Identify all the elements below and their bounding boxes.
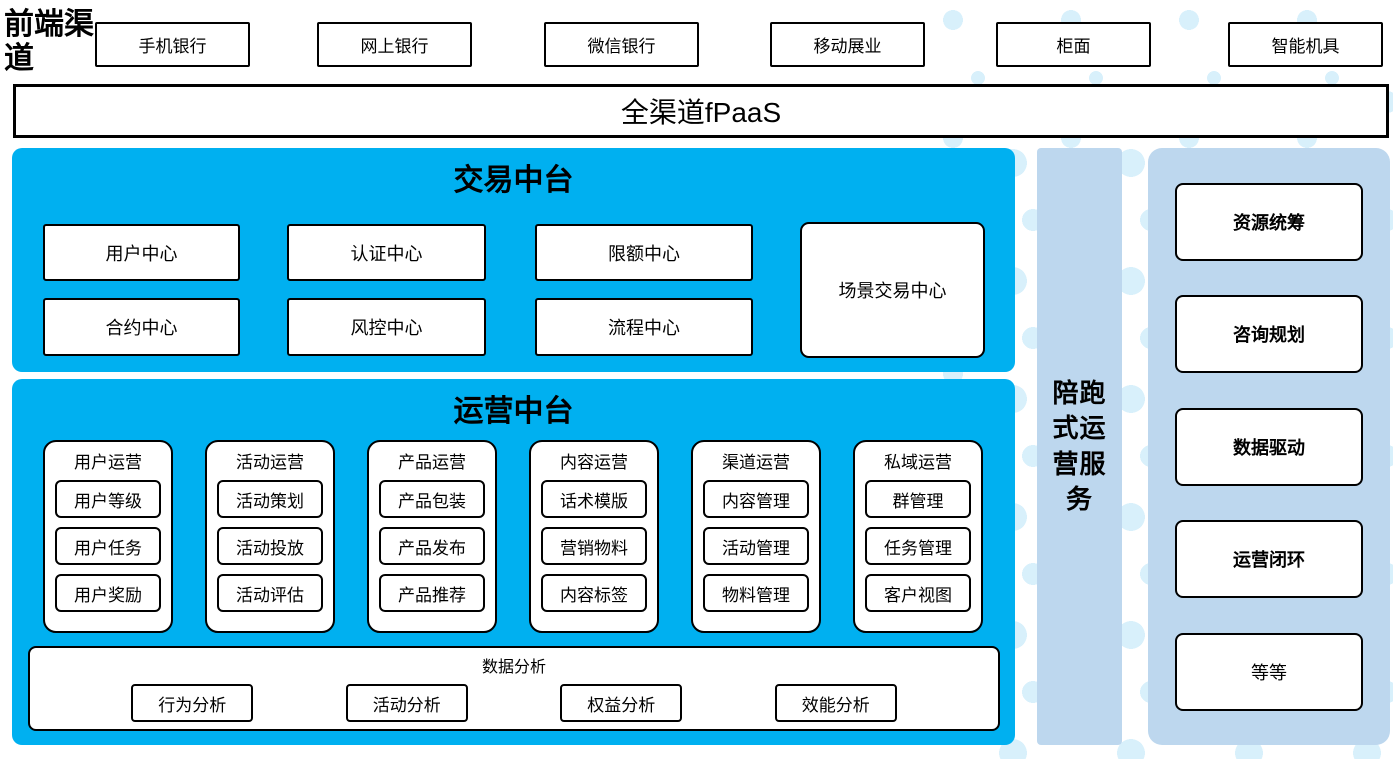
node-contract-center: 合约中心	[43, 298, 240, 356]
panel-box-etc: 等等	[1175, 632, 1363, 711]
ops-item: 活动策划	[217, 480, 323, 518]
node-user-center: 用户中心	[43, 224, 240, 281]
ops-column-header: 产品运营	[398, 453, 466, 472]
node-scene-trade-center: 场景交易中心	[800, 222, 985, 358]
service-panel: 资源统筹 咨询规划 数据驱动 运营闭环 等等	[1148, 148, 1390, 745]
ops-item: 营销物料	[541, 527, 647, 565]
ops-item: 内容标签	[541, 574, 647, 612]
analysis-item-behavior: 行为分析	[131, 684, 254, 722]
channel-box-online-banking: 网上银行	[317, 22, 472, 67]
ops-item: 客户视图	[865, 574, 971, 612]
ops-column-header: 用户运营	[74, 453, 142, 472]
ops-platform-block: 运营中台 用户运营 用户等级 用户任务 用户奖励 活动运营 活动策划 活动投放 …	[12, 379, 1015, 745]
ops-column-activity-operations: 活动运营 活动策划 活动投放 活动评估	[205, 440, 335, 633]
data-analysis-row: 行为分析 活动分析 权益分析 效能分析	[30, 684, 998, 722]
ops-item: 产品推荐	[379, 574, 485, 612]
fpaas-bar: 全渠道fPaaS	[13, 84, 1389, 138]
trade-platform-title: 交易中台	[453, 163, 574, 198]
frontend-channels-label: 前端渠道	[4, 7, 94, 76]
node-limit-center: 限额中心	[535, 224, 753, 281]
channel-box-smart-machines: 智能机具	[1228, 22, 1383, 67]
channel-box-wechat-banking: 微信银行	[544, 22, 699, 67]
ops-column-product-operations: 产品运营 产品包装 产品发布 产品推荐	[367, 440, 497, 633]
ops-column-private-domain-operations: 私域运营 群管理 任务管理 客户视图	[853, 440, 983, 633]
ops-item: 活动投放	[217, 527, 323, 565]
ops-column-header: 内容运营	[560, 453, 628, 472]
ops-item: 活动评估	[217, 574, 323, 612]
ops-item: 用户等级	[55, 480, 161, 518]
ops-column-header: 活动运营	[236, 453, 304, 472]
ops-platform-title: 运营中台	[453, 394, 574, 429]
ops-column-header: 渠道运营	[722, 453, 790, 472]
ops-item: 任务管理	[865, 527, 971, 565]
ops-item: 物料管理	[703, 574, 809, 612]
ops-column-user-operations: 用户运营 用户等级 用户任务 用户奖励	[43, 440, 173, 633]
ops-item: 内容管理	[703, 480, 809, 518]
trade-platform-block: 交易中台 用户中心 认证中心 限额中心 合约中心 风控中心 流程中心 场景交易中…	[12, 148, 1015, 372]
ops-item: 用户任务	[55, 527, 161, 565]
panel-box-data-driven: 数据驱动	[1175, 407, 1363, 486]
ops-item: 产品包装	[379, 480, 485, 518]
channel-box-counter: 柜面	[996, 22, 1151, 67]
analysis-item-activity: 活动分析	[345, 684, 468, 722]
node-risk-center: 风控中心	[287, 298, 486, 356]
panel-box-consulting-planning: 咨询规划	[1175, 295, 1363, 373]
ops-column-content-operations: 内容运营 话术模版 营销物料 内容标签	[529, 440, 659, 633]
node-auth-center: 认证中心	[287, 224, 486, 281]
analysis-item-rights: 权益分析	[560, 684, 683, 722]
companion-service-bar: 陪跑式运营服务	[1037, 148, 1122, 745]
channel-box-mobile-banking: 手机银行	[95, 22, 250, 67]
panel-box-operation-loop: 运营闭环	[1175, 520, 1363, 598]
ops-item: 话术模版	[541, 480, 647, 518]
channel-box-mobile-business: 移动展业	[770, 22, 925, 67]
data-analysis-header: 数据分析	[481, 659, 546, 676]
ops-column-channel-operations: 渠道运营 内容管理 活动管理 物料管理	[691, 440, 821, 633]
companion-service-label: 陪跑式运营服务	[1052, 378, 1107, 514]
analysis-item-efficiency: 效能分析	[774, 684, 897, 722]
data-analysis-container: 数据分析 行为分析 活动分析 权益分析 效能分析	[28, 646, 1000, 731]
ops-item: 用户奖励	[55, 574, 161, 612]
ops-item: 群管理	[865, 480, 971, 518]
node-process-center: 流程中心	[535, 298, 753, 356]
panel-box-resource-coordination: 资源统筹	[1175, 182, 1363, 261]
ops-item: 产品发布	[379, 527, 485, 565]
ops-item: 活动管理	[703, 527, 809, 565]
ops-column-header: 私域运营	[884, 453, 952, 472]
